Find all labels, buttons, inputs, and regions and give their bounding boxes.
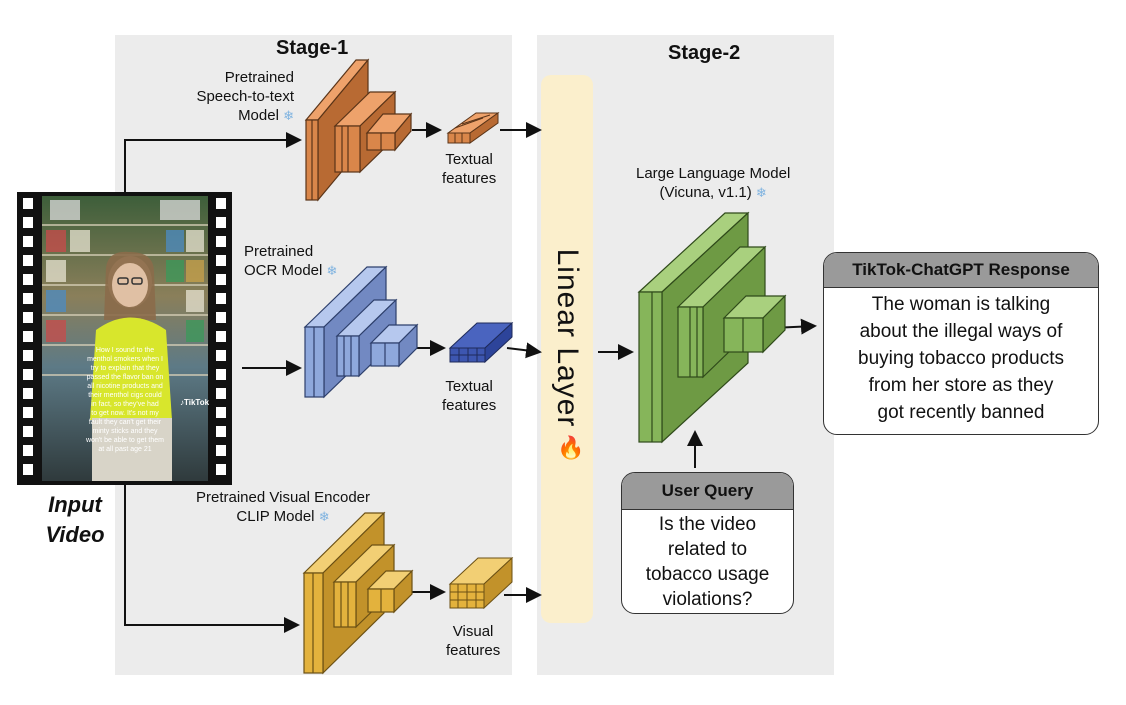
svg-text:How I sound to the: How I sound to the bbox=[96, 347, 154, 354]
response-text: The woman is talking about the illegal w… bbox=[858, 294, 1064, 423]
svg-text:at all past age 21: at all past age 21 bbox=[98, 446, 151, 453]
fire-icon: 🔥 bbox=[557, 435, 585, 460]
linear-layer-block bbox=[541, 75, 593, 623]
visual-model-label: Pretrained Visual Encoder CLIP Model ❄ bbox=[196, 489, 370, 525]
svg-text:in fact, so they've had: in fact, so they've had bbox=[91, 401, 159, 408]
ocr-model-label: Pretrained OCR Model ❄ bbox=[244, 243, 338, 279]
snowflake-icon: ❄ bbox=[318, 509, 330, 524]
user-query-box: User Query Is the video related to tobac… bbox=[621, 472, 794, 614]
svg-text:try to explain that they: try to explain that they bbox=[91, 365, 160, 372]
user-query-title: User Query bbox=[622, 473, 793, 510]
input-video-label: Input Video bbox=[45, 492, 105, 547]
speech-model-label: Pretrained Speech-to-text Model ❄ bbox=[196, 69, 294, 124]
svg-text:all nicotine products and: all nicotine products and bbox=[87, 383, 163, 390]
response-box: TikTok-ChatGPT Response The woman is tal… bbox=[823, 252, 1099, 435]
svg-text:menthol smokers when I: menthol smokers when I bbox=[87, 356, 163, 363]
visual-features-label: Visual features bbox=[446, 623, 501, 659]
stage-2-title: Stage-2 bbox=[668, 42, 741, 64]
svg-text:to get now. It's not my: to get now. It's not my bbox=[91, 410, 159, 417]
svg-text:won't be able to get them: won't be able to get them bbox=[85, 437, 164, 444]
user-query-text: Is the video related to tobacco usage vi… bbox=[645, 514, 770, 610]
textual-features-label-2: Textual features bbox=[442, 378, 497, 414]
response-title: TikTok-ChatGPT Response bbox=[824, 253, 1098, 288]
svg-text:fault they can't get their: fault they can't get their bbox=[89, 419, 162, 426]
svg-text:minty sticks and they: minty sticks and they bbox=[93, 428, 158, 435]
textual-features-label-1: Textual features bbox=[442, 151, 497, 187]
snowflake-icon: ❄ bbox=[755, 185, 767, 200]
llm-label: Large Language Model (Vicuna, v1.1) ❄ bbox=[636, 165, 791, 201]
stage-1-title: Stage-1 bbox=[276, 37, 349, 59]
snowflake-icon: ❄ bbox=[326, 263, 338, 278]
svg-text:their menthol cigs could: their menthol cigs could bbox=[88, 392, 162, 399]
snowflake-icon: ❄ bbox=[283, 108, 294, 123]
tiktok-watermark: ♪TikTok bbox=[180, 398, 210, 407]
svg-text:passed the flavor ban on: passed the flavor ban on bbox=[87, 374, 164, 381]
